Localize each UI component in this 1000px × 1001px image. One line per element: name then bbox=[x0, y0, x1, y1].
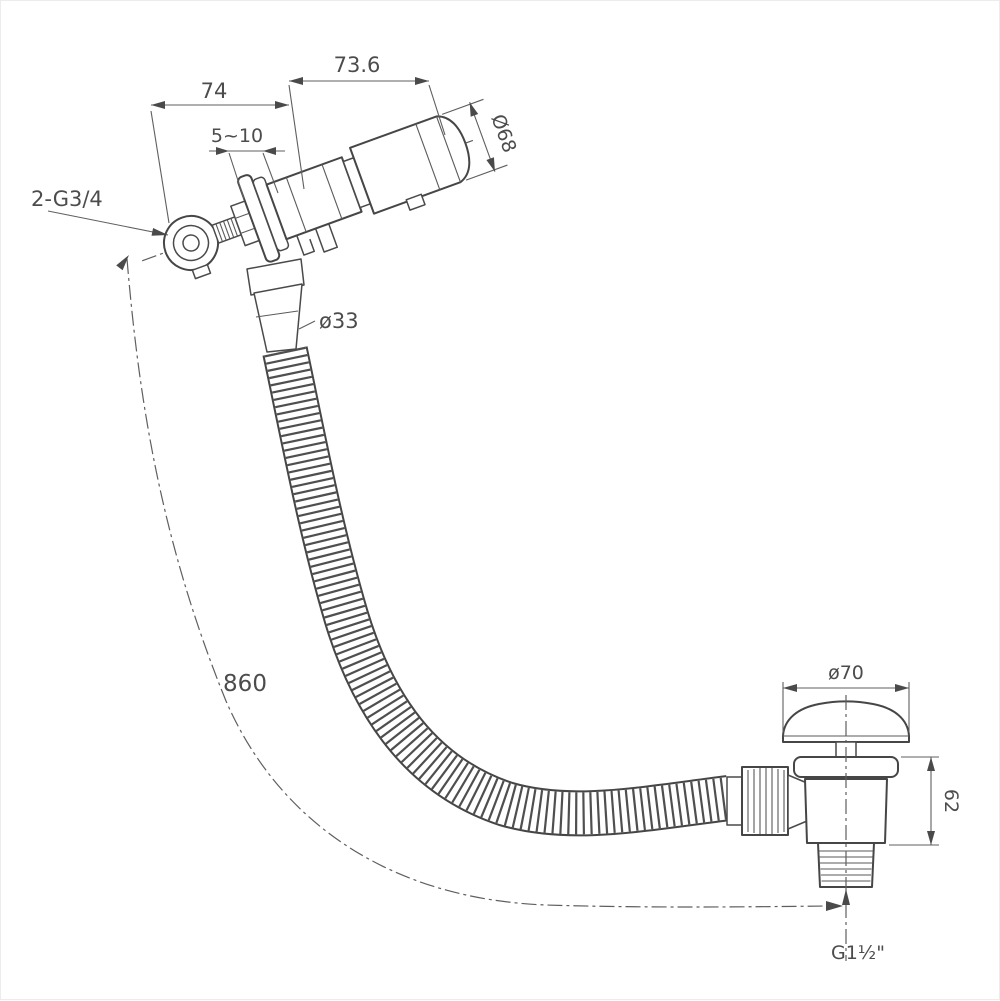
arrowhead-icon bbox=[486, 157, 495, 172]
arrowhead-up-icon bbox=[842, 889, 850, 905]
dim-d70-label: ø70 bbox=[828, 662, 864, 684]
knob-outer-ring bbox=[163, 215, 219, 271]
arrowhead-icon bbox=[895, 684, 909, 692]
hose-fill bbox=[264, 346, 732, 835]
flexible-hose bbox=[262, 346, 732, 837]
arrowhead-icon bbox=[469, 102, 479, 117]
arrowhead-icon bbox=[275, 101, 289, 109]
hose-end-collar bbox=[726, 776, 743, 826]
nut-body bbox=[741, 766, 789, 836]
dim-d33-label: ø33 bbox=[319, 309, 359, 333]
dim-d70: ø70 bbox=[782, 662, 910, 732]
arrowhead-icon bbox=[151, 101, 165, 109]
thread-hatch-lines bbox=[215, 218, 238, 242]
dim-d33: ø33 bbox=[298, 309, 359, 333]
hose-length-centerline bbox=[116, 255, 843, 911]
nut-rib-lines bbox=[747, 768, 785, 834]
dim-74: 74 bbox=[150, 79, 305, 224]
mounting-bracket bbox=[296, 223, 339, 256]
arrowhead-icon bbox=[927, 831, 935, 845]
clip-tab bbox=[405, 193, 426, 211]
control-knob bbox=[163, 215, 219, 280]
dim-62-label: 62 bbox=[940, 789, 962, 813]
arrowhead-start-icon bbox=[116, 255, 129, 271]
arrowhead-icon bbox=[783, 684, 797, 692]
arrowhead-icon bbox=[263, 147, 276, 155]
knob-mid-ring bbox=[172, 224, 210, 262]
label-inlet-thread: 2-G3/4 bbox=[31, 187, 169, 236]
arrowhead-icon bbox=[289, 77, 303, 85]
dim-73-6-label: 73.6 bbox=[334, 53, 381, 77]
arrowhead-end-icon bbox=[826, 901, 843, 911]
arrowhead-icon bbox=[216, 147, 229, 155]
inlet-thread-label: 2-G3/4 bbox=[31, 187, 103, 211]
dim-5-10-label: 5~10 bbox=[211, 125, 263, 147]
hose-connector-top bbox=[246, 258, 305, 353]
label-outlet-thread: G1½" bbox=[831, 889, 885, 964]
dim-d68-label: Ø68 bbox=[486, 111, 520, 155]
dim-5-10: 5~10 bbox=[209, 125, 285, 200]
dim-62: 62 bbox=[889, 756, 962, 846]
connector-ring-line bbox=[255, 310, 299, 318]
hose-nut bbox=[741, 766, 789, 836]
knob-hub bbox=[182, 234, 200, 252]
arrowhead-icon bbox=[415, 77, 429, 85]
overflow-filler-assembly: Ø68 bbox=[141, 98, 520, 280]
overflow-cylinder bbox=[349, 115, 471, 215]
dim-860-label: 860 bbox=[223, 671, 267, 697]
dim-73-6: 73.6 bbox=[289, 53, 446, 136]
arrowhead-icon bbox=[151, 228, 168, 236]
waste-drain-assembly bbox=[726, 695, 910, 961]
arrowhead-icon bbox=[927, 757, 935, 771]
knob-base-tab bbox=[191, 263, 212, 280]
connector-taper bbox=[253, 283, 303, 353]
hose-length-arc bbox=[126, 258, 828, 908]
dim-74-label: 74 bbox=[201, 79, 228, 103]
outlet-thread-label: G1½" bbox=[831, 942, 885, 964]
